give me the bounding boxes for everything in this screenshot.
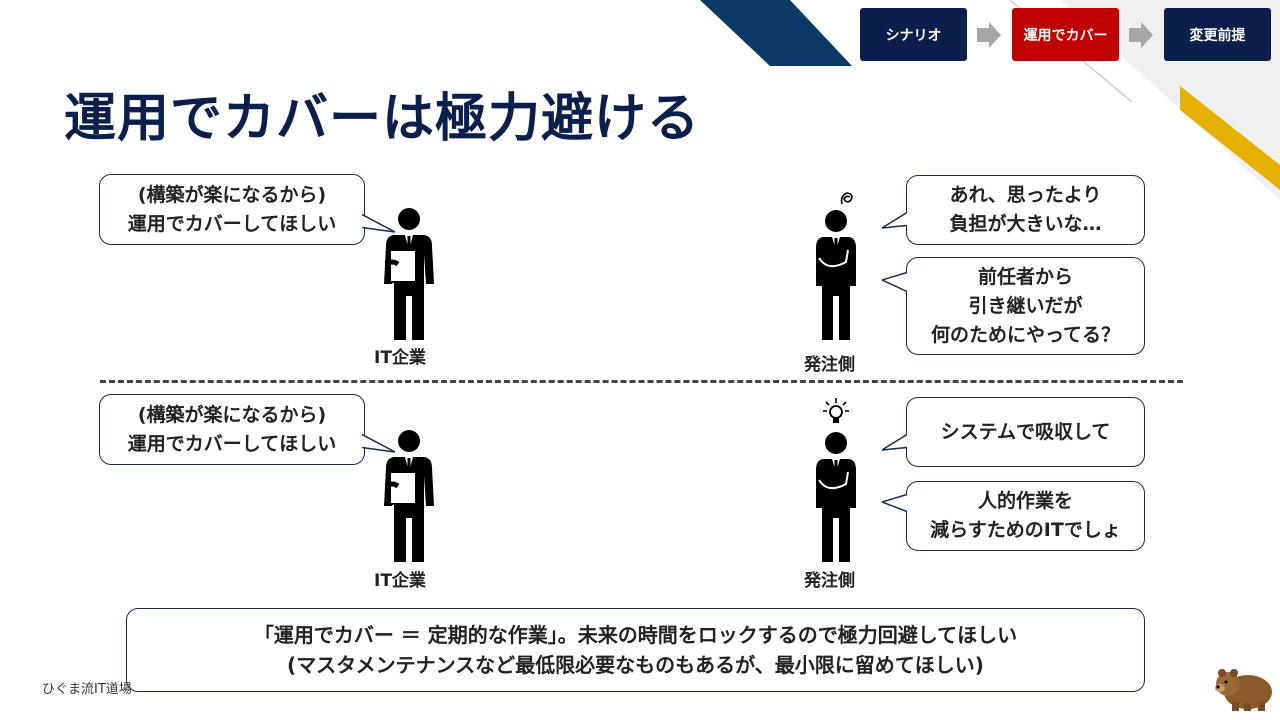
footer-brand: ひぐま流IT道場 [42, 682, 132, 697]
bubble-tail [361, 434, 396, 453]
vendor-speech-bubble: (構築が楽になるから) 運用でカバーしてほしい [99, 174, 365, 245]
bubble-tail [882, 494, 908, 513]
step-arrow-icon [1129, 22, 1153, 48]
bubble-tail [882, 272, 908, 293]
summary-box: 「運用でカバー ＝ 定期的な作業」。未来の時間をロックするので極力回避してほしい… [126, 608, 1145, 692]
vendor-label: IT企業 [374, 571, 426, 591]
client-label: 発注側 [804, 355, 855, 375]
it-vendor-person-icon [384, 208, 434, 340]
step-change-premise[interactable]: 変更前提 [1164, 8, 1271, 61]
section-divider [100, 380, 1183, 383]
it-vendor-person-icon [384, 430, 434, 562]
client-label: 発注側 [804, 571, 855, 591]
page-title: 運用でカバーは極力避ける [64, 89, 701, 149]
vendor-speech-bubble: (構築が楽になるから) 運用でカバーしてほしい [99, 394, 365, 465]
step-arrow-icon [977, 22, 1001, 48]
gray-stripe [795, 0, 1280, 200]
bear-icon [1215, 669, 1272, 711]
gold-stripe [1180, 86, 1280, 190]
vendor-label: IT企業 [374, 348, 426, 368]
navy-stripe [700, 0, 852, 66]
client-speech-bubble: 人的作業を 減らすためのITでしょ [906, 481, 1145, 551]
client-person-icon [816, 432, 856, 562]
bubble-tail [882, 212, 908, 229]
step-operation-cover[interactable]: 運用でカバー [1012, 8, 1119, 61]
client-person-icon [816, 210, 856, 340]
lightbulb-icon [823, 398, 849, 423]
step-scenario[interactable]: シナリオ [860, 8, 967, 61]
confused-scribble-icon [840, 192, 853, 205]
client-speech-bubble: 前任者から 引き継いだが 何のためにやってる？ [906, 257, 1145, 355]
bubble-tail [882, 434, 908, 451]
bubble-tail [361, 214, 396, 233]
client-speech-bubble: システムで吸収して [906, 397, 1145, 467]
client-speech-bubble: あれ、思ったより 負担が大きいな… [906, 175, 1145, 245]
